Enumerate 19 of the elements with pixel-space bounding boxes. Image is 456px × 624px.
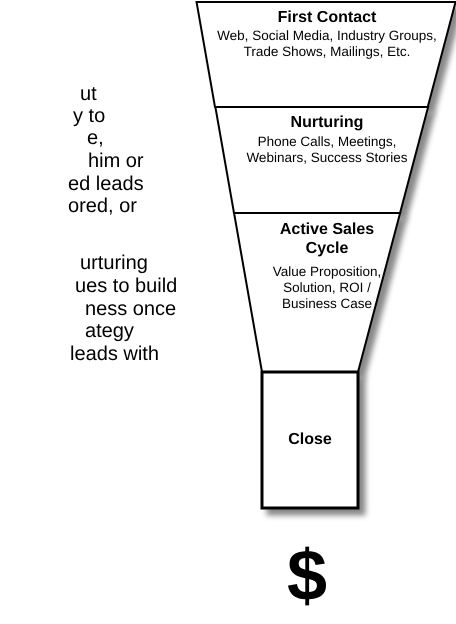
paragraph-fragment: ed leads	[68, 174, 144, 194]
stage-title: First Contact	[276, 8, 378, 28]
dollar-sign: $	[287, 540, 328, 612]
paragraph-fragment: y to	[73, 106, 106, 126]
stage-title: Close	[287, 430, 333, 450]
paragraph-fragment: ategy	[85, 321, 134, 341]
paragraph-fragment: ut	[80, 84, 97, 104]
stage-description: Value Proposition, Solution, ROI / Business Case	[272, 264, 382, 313]
paragraph-fragment: ues to build	[75, 276, 178, 296]
paragraph-fragment: leads with	[70, 344, 159, 364]
stage-title: Nurturing	[290, 113, 364, 132]
stage-description: Phone Calls, Meetings, Webinars, Success Stories	[245, 134, 409, 166]
stage-title: Active Sales Cycle	[278, 220, 376, 258]
paragraph-fragment: him or	[88, 151, 144, 171]
paragraph-fragment: ness once	[85, 299, 176, 319]
stage-description: Web, Social Media, Industry Groups, Trade Shows, Mailings, Etc.	[216, 28, 437, 60]
paragraph-fragment: e,	[87, 128, 104, 148]
paragraph-fragment: ored, or	[68, 196, 137, 216]
paragraph-fragment: urturing	[80, 253, 148, 273]
